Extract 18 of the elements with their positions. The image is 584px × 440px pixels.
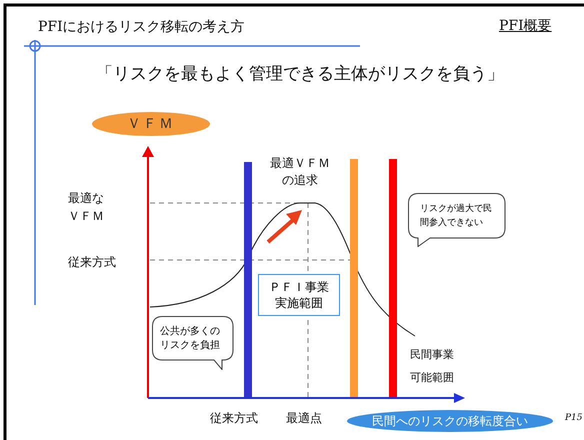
axis-arrow — [142, 146, 154, 398]
range-label: 民間事業 — [410, 347, 455, 362]
axis-arrow — [148, 393, 465, 403]
page-number: P15 — [565, 413, 584, 423]
ellipse-label: 民間へのリスクの移転度合い — [347, 410, 553, 432]
section-label: PFI概要 — [499, 17, 553, 35]
axis-tick-label: 最適なＶＦＭ — [68, 190, 105, 225]
range-label: 可能範囲 — [410, 370, 455, 385]
axis-tick-label: 最適点 — [286, 410, 323, 427]
speech-bubble: 公共が多くのリスクを負担 — [152, 316, 234, 370]
speech-bubble: リスクが過大で民間参入できない — [408, 193, 506, 247]
slide-title: PFIにおけるリスク移転の考え方 — [38, 18, 246, 36]
ellipse-label: ＶＦＭ — [92, 112, 210, 136]
quote-heading: 「リスクを最もよく管理できる主体がリスクを負う」 — [96, 63, 496, 85]
axis-tick-label: 従来方式 — [210, 410, 259, 427]
range-box: ＰＦＩ事業実施範囲 — [258, 274, 340, 316]
peak-label: 最適ＶＦＭの追求 — [269, 155, 331, 189]
axis-tick-label: 従来方式 — [68, 254, 117, 271]
